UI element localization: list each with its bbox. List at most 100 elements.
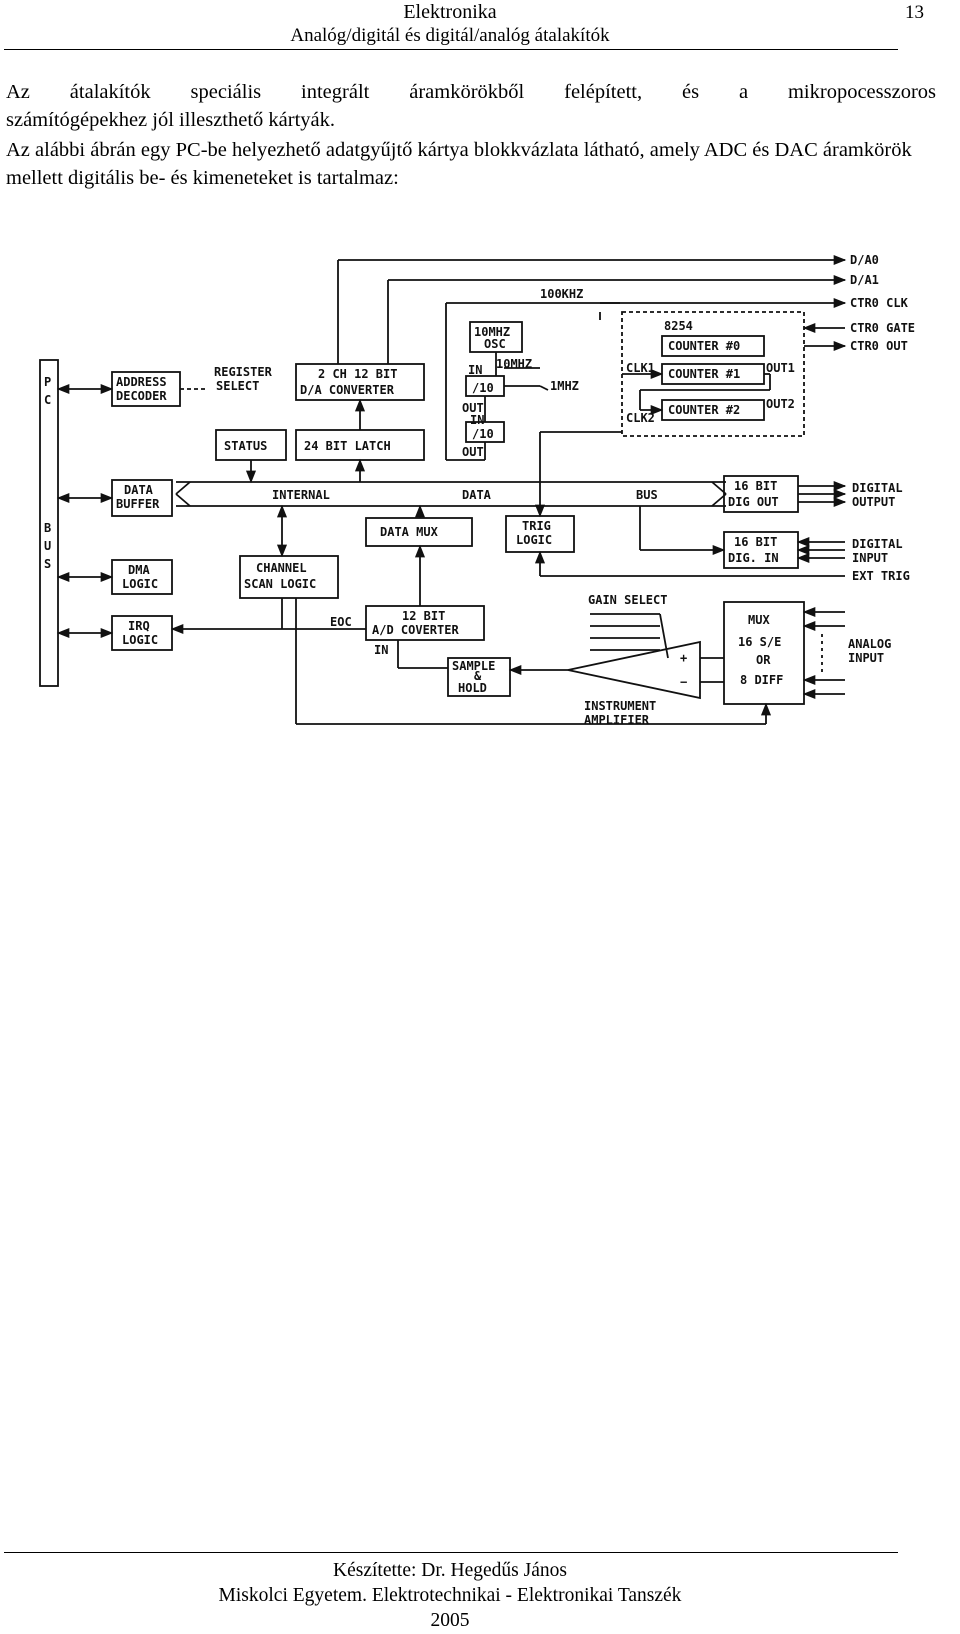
paragraph-1-line-2: számítógépekhez jól illeszthető kártyák. — [6, 109, 336, 131]
freq-10mhz-label: 10MHZ — [496, 357, 532, 371]
osc-in-label: IN — [468, 363, 482, 377]
sample-hold-label-2: & — [474, 669, 482, 683]
dig-in-label-2: DIG. IN — [728, 551, 779, 565]
counter0-block — [661, 335, 765, 357]
digital-input-label-1: DIGITAL — [852, 537, 903, 551]
osc-label-2: OSC — [484, 337, 506, 351]
ctr0-clk-label: CTR0 CLK — [850, 296, 909, 310]
pc-bus-letter-s: S — [44, 557, 51, 571]
bus-internal-label: INTERNAL — [272, 488, 330, 502]
dma-logic-label-2: LOGIC — [122, 577, 158, 591]
data-buffer-label-2: BUFFER — [116, 497, 160, 511]
data-mux-label: DATA MUX — [380, 525, 439, 539]
sample-hold-label-1: SAMPLE — [452, 659, 495, 673]
dac-label-2: D/A CONVERTER — [300, 383, 395, 397]
amp-label-2: AMPLIFIER — [584, 713, 650, 727]
adc-in-label: IN — [374, 643, 388, 657]
pc-bus-letter-p: P — [44, 375, 51, 389]
header-title: Elektronika — [403, 1, 497, 23]
mux-label-3: OR — [756, 653, 771, 667]
freq-1mhz-label: 1MHZ — [550, 379, 579, 393]
paragraph-1: Az átalakítók speciális integrált áramkö… — [6, 78, 936, 134]
pc-bus-block — [39, 359, 59, 687]
register-select-label-1: REGISTER — [214, 365, 273, 379]
analog-input-label-2: INPUT — [848, 651, 884, 665]
page-number: 13 — [905, 2, 924, 23]
pc-bus-letter-b: B — [44, 521, 51, 535]
trig-logic-label-2: LOGIC — [516, 533, 552, 547]
footer-year: 2005 — [430, 1610, 470, 1631]
digital-output-label-1: DIGITAL — [852, 481, 903, 495]
pc-bus-letter-c: C — [44, 393, 51, 407]
data-buffer-label-1: DATA — [124, 483, 154, 497]
dig-out-label-2: DIG OUT — [728, 495, 779, 509]
latch-label: 24 BIT LATCH — [304, 439, 391, 453]
osc-out-label-2: OUT — [462, 445, 484, 459]
mux-block — [723, 601, 805, 705]
footer-author: Készítette: Dr. Hegedűs János — [333, 1560, 567, 1581]
gain-select-label: GAIN SELECT — [588, 593, 667, 607]
paragraph-2: Az alábbi ábrán egy PC-be helyezhető ada… — [6, 139, 912, 189]
trig-logic-label-1: TRIG — [522, 519, 551, 533]
amp-label-1: INSTRUMENT — [584, 699, 656, 713]
pc-bus-letter-u: U — [44, 539, 51, 553]
counter0-label: COUNTER #0 — [668, 339, 740, 353]
pc-bus-letters: P C B U S — [44, 375, 51, 571]
out2-label: OUT2 — [766, 397, 795, 411]
mux-label-2: 16 S/E — [738, 635, 781, 649]
block-diagram-svg: P C B U S ADDRESS DECODER REGISTER SELEC… — [39, 253, 915, 727]
status-label: STATUS — [224, 439, 267, 453]
ctr0-gate-label: CTR0 GATE — [850, 321, 915, 335]
eoc-label: EOC — [330, 615, 352, 629]
analog-input-label-1: ANALOG — [848, 637, 891, 651]
digital-output-label-2: OUTPUT — [852, 495, 895, 509]
digital-input-label-2: INPUT — [852, 551, 888, 565]
address-decoder-label-1: ADDRESS — [116, 375, 167, 389]
bus-bus-label: BUS — [636, 488, 658, 502]
header-subtitle: Analóg/digitál és digitál/analóg átalakí… — [290, 25, 610, 46]
dma-logic-label-1: DMA — [128, 563, 150, 577]
irq-logic-label-2: LOGIC — [122, 633, 158, 647]
channel-scan-label-2: SCAN LOGIC — [244, 577, 316, 591]
address-decoder-label-2: DECODER — [116, 389, 167, 403]
block-diagram: P C B U S ADDRESS DECODER REGISTER SELEC… — [0, 250, 960, 805]
dac-label-1: 2 CH 12 BIT — [318, 367, 397, 381]
counter2-label: COUNTER #2 — [668, 403, 740, 417]
instrument-amplifier — [567, 640, 701, 700]
clk2-label: CLK2 — [626, 411, 655, 425]
footer-institution: Miskolci Egyetem. Elektrotechnikai - Ele… — [218, 1585, 682, 1606]
chip-8254-label: 8254 — [664, 319, 693, 333]
channel-scan-block — [239, 555, 339, 599]
osc-label-1: 10MHZ — [474, 325, 510, 339]
mux-label-4: 8 DIFF — [740, 673, 783, 687]
header-rule — [4, 49, 898, 50]
clk1-label: CLK1 — [626, 361, 655, 375]
register-select-label-2: SELECT — [216, 379, 259, 393]
osc-in-label-2: IN — [470, 413, 484, 427]
freq-100khz-label: 100KHZ — [540, 287, 583, 301]
channel-scan-label-1: CHANNEL — [256, 561, 307, 575]
paragraph-1-line-1: Az átalakítók speciális integrált áramkö… — [6, 81, 936, 103]
dig-in-label-1: 16 BIT — [734, 535, 777, 549]
mux-label-1: MUX — [748, 613, 770, 627]
sample-hold-label-3: HOLD — [458, 681, 487, 695]
ctr0-out-label: CTR0 OUT — [850, 339, 908, 353]
sample-hold-block — [447, 657, 511, 697]
footer-rule — [4, 1552, 898, 1553]
counter1-label: COUNTER #1 — [668, 367, 740, 381]
amp-plus-label: + — [680, 651, 687, 665]
page-header: Elektronika Analóg/digitál és digitál/an… — [0, 0, 960, 52]
ext-trig-label: EXT TRIG — [852, 569, 910, 583]
da1-label: D/A1 — [850, 273, 879, 287]
da0-label: D/A0 — [850, 253, 879, 267]
dig-out-label-1: 16 BIT — [734, 479, 777, 493]
amp-minus-label: − — [680, 675, 687, 689]
adc-block — [365, 605, 485, 641]
bus-data-label: DATA — [462, 488, 492, 502]
div10-label-2: /10 — [472, 427, 494, 441]
page-footer: Készítette: Dr. Hegedűs János Miskolci E… — [0, 1552, 960, 1634]
out1-label: OUT1 — [766, 361, 795, 375]
irq-logic-label-1: IRQ — [128, 619, 150, 633]
adc-label-1: 12 BIT — [402, 609, 445, 623]
adc-label-2: A/D COVERTER — [372, 623, 459, 637]
